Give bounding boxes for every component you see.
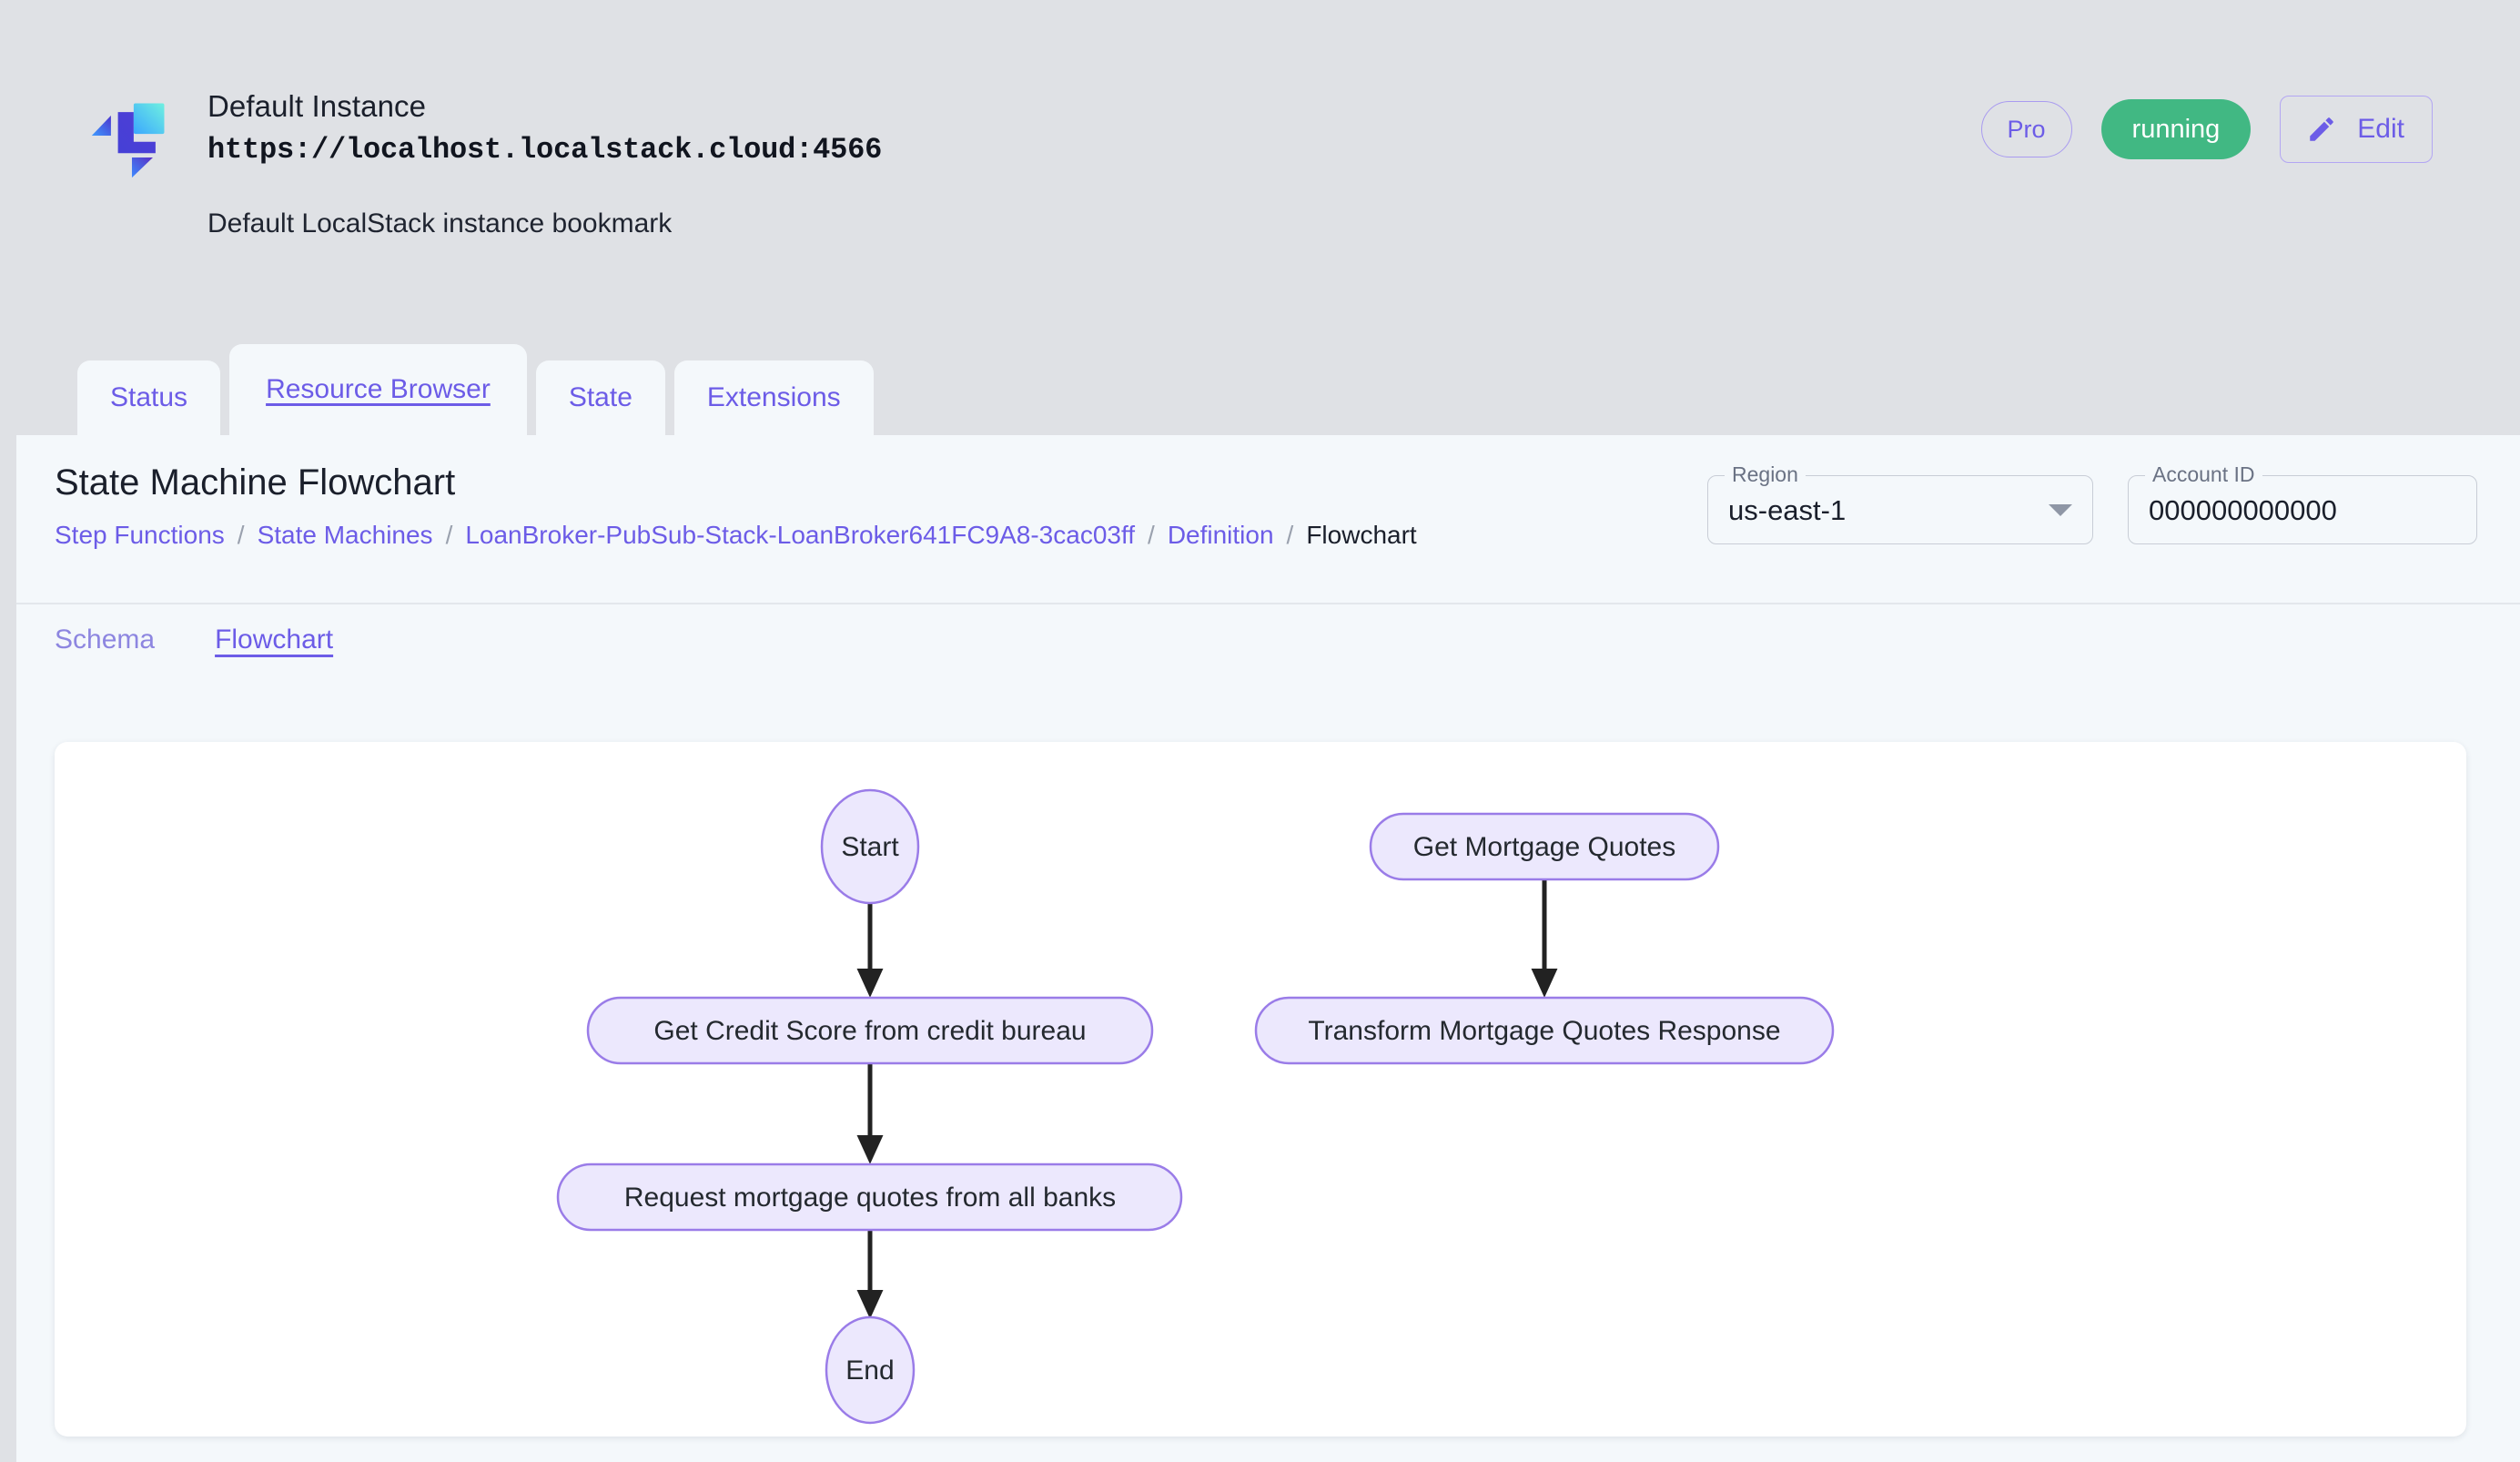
chevron-down-icon: [2049, 503, 2072, 516]
breadcrumb-separator: /: [237, 521, 245, 549]
header-divider: [16, 603, 2520, 604]
page-title: State Machine Flowchart: [55, 462, 456, 503]
breadcrumb-item-step-functions[interactable]: Step Functions: [55, 521, 225, 549]
flow-node-transform-quotes[interactable]: Transform Mortgage Quotes Response: [1254, 996, 1835, 1065]
page-header: State Machine Flowchart Step Functions /…: [0, 435, 2520, 603]
edit-button[interactable]: Edit: [2280, 96, 2433, 163]
edit-button-label: Edit: [2357, 114, 2404, 144]
tab-state[interactable]: State: [535, 360, 665, 435]
sub-tab-schema[interactable]: Schema: [55, 624, 156, 655]
pencil-icon: [2310, 117, 2334, 141]
instance-summary: Default Instance https://localhost.local…: [87, 86, 882, 241]
tab-extensions-label: Extensions: [706, 382, 841, 412]
flow-node-start[interactable]: Start: [820, 788, 920, 905]
flow-node-get-mortgage-quotes-label: Get Mortgage Quotes: [1413, 832, 1676, 862]
instance-description: Default LocalStack instance bookmark: [207, 208, 673, 239]
scope-selectors: Region us-east-1 Account ID 000000000000: [1707, 462, 2477, 544]
flow-node-get-credit-score-label: Get Credit Score from credit bureau: [653, 1016, 1086, 1046]
primary-tab-strip: Status Resource Browser State Extensions: [0, 335, 2520, 435]
flow-node-request-quotes[interactable]: Request mortgage quotes from all banks: [556, 1162, 1183, 1232]
pro-badge[interactable]: Pro: [1980, 101, 2072, 157]
breadcrumb-separator: /: [1148, 521, 1155, 549]
breadcrumb-item-definition[interactable]: Definition: [1167, 521, 1274, 549]
account-id-value: 000000000000: [2149, 493, 2337, 526]
tab-extensions[interactable]: Extensions: [673, 360, 874, 435]
sub-tab-flowchart[interactable]: Flowchart: [215, 624, 334, 655]
tab-status[interactable]: Status: [77, 360, 221, 435]
tab-resource-browser[interactable]: Resource Browser: [229, 344, 527, 435]
instance-name: Default Instance: [207, 89, 427, 123]
flowchart-card: Start Get Credit Score from credit burea…: [55, 742, 2466, 1437]
app-header: Default Instance https://localhost.local…: [0, 0, 2520, 435]
region-select[interactable]: Region us-east-1: [1707, 462, 2093, 544]
account-id-label: Account ID: [2145, 462, 2262, 489]
breadcrumb: Step Functions / State Machines / LoanBr…: [55, 519, 1417, 551]
tab-state-label: State: [568, 382, 633, 412]
status-badge[interactable]: running: [2100, 99, 2252, 159]
content-area: State Machine Flowchart Step Functions /…: [0, 435, 2520, 1462]
flow-node-get-mortgage-quotes[interactable]: Get Mortgage Quotes: [1369, 812, 1720, 881]
flow-node-request-quotes-label: Request mortgage quotes from all banks: [624, 1183, 1116, 1213]
secondary-tab-strip: Schema Flowchart: [55, 624, 333, 655]
breadcrumb-item-state-machines[interactable]: State Machines: [257, 521, 433, 549]
flow-node-get-credit-score[interactable]: Get Credit Score from credit bureau: [586, 996, 1154, 1065]
region-select-value: us-east-1: [1728, 493, 1847, 526]
flow-node-start-label: Start: [841, 832, 899, 862]
region-select-label: Region: [1725, 462, 1806, 489]
breadcrumb-item-flowchart: Flowchart: [1306, 521, 1417, 549]
flow-node-end[interactable]: End: [825, 1315, 916, 1425]
instance-url: https://localhost.localstack.cloud:4566: [207, 132, 883, 167]
localstack-logo-icon: [91, 103, 165, 178]
breadcrumb-separator: /: [1286, 521, 1294, 549]
account-id-input[interactable]: Account ID 000000000000: [2128, 462, 2477, 544]
flow-node-transform-quotes-label: Transform Mortgage Quotes Response: [1308, 1016, 1780, 1046]
breadcrumb-item-state-machine-name[interactable]: LoanBroker-PubSub-Stack-LoanBroker641FC9…: [465, 521, 1136, 549]
flow-node-end-label: End: [845, 1355, 894, 1386]
tab-status-label: Status: [110, 382, 188, 412]
state-machine-flowchart: Start Get Credit Score from credit burea…: [556, 788, 1835, 1425]
tab-resource-browser-label: Resource Browser: [266, 374, 491, 404]
breadcrumb-separator: /: [445, 521, 453, 549]
header-actions: Pro running Edit: [1980, 96, 2433, 163]
flow-edges: [856, 879, 1558, 1319]
